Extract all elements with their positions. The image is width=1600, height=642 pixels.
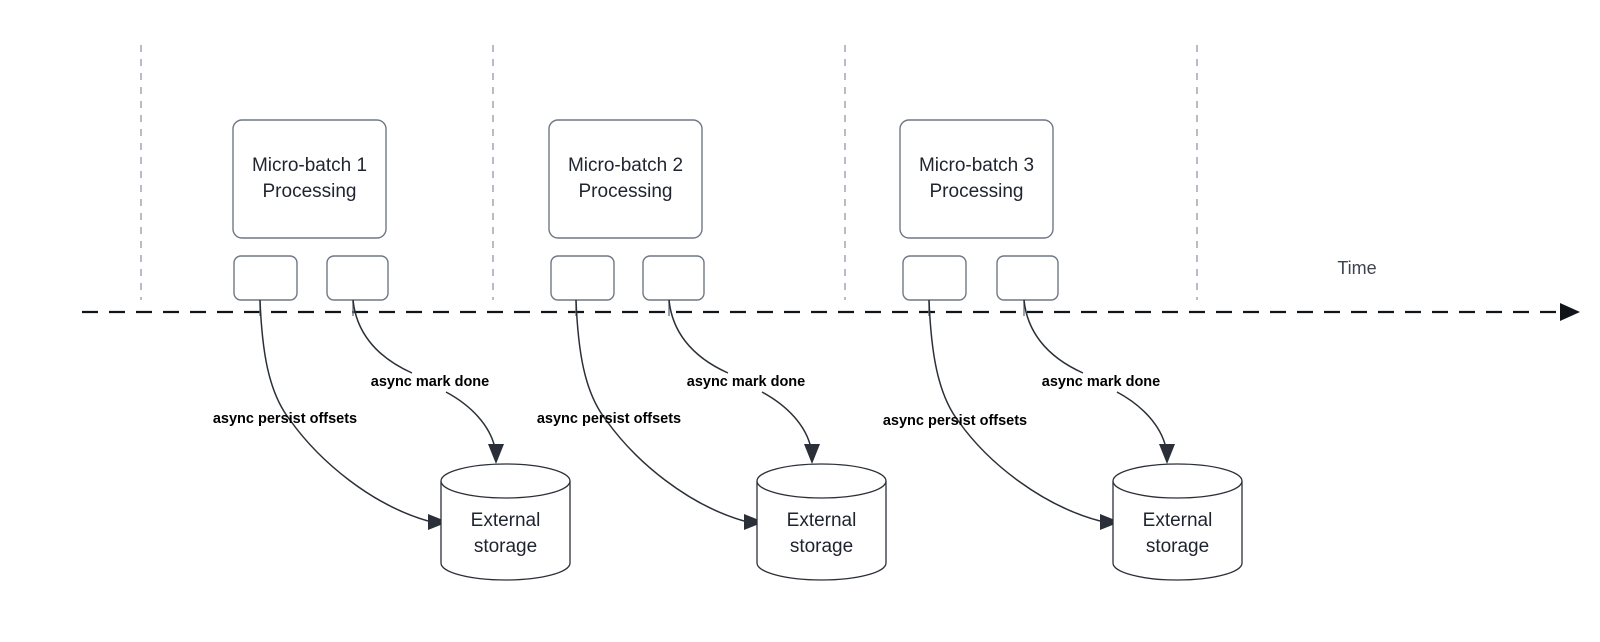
process-box-2-label-line1: Micro-batch 2 bbox=[568, 155, 683, 176]
edge-mark-done-1-arrowhead bbox=[488, 444, 504, 464]
task-box-1-right[interactable] bbox=[326, 255, 389, 301]
task-box-2-right[interactable] bbox=[642, 255, 705, 301]
edge-mark-done-2-arrowhead bbox=[804, 444, 820, 464]
storage-2-label-line1: External bbox=[787, 510, 857, 531]
edge-persist-offsets-1-label: async persist offsets bbox=[213, 411, 357, 427]
process-box-3[interactable] bbox=[899, 119, 1054, 239]
edge-mark-done-3-arrowhead bbox=[1159, 444, 1175, 464]
process-box-3-label-line1: Micro-batch 3 bbox=[919, 155, 1034, 176]
edge-mark-done-2-seg1 bbox=[668, 299, 729, 374]
task-box-3-right[interactable] bbox=[996, 255, 1059, 301]
process-box-2-label-line2: Processing bbox=[579, 181, 673, 202]
storage-1-label-line2: storage bbox=[474, 536, 537, 557]
task-box-1-left[interactable] bbox=[233, 255, 298, 301]
time-axis-arrowhead bbox=[1560, 303, 1580, 321]
storage-2-label-line2: storage bbox=[790, 536, 853, 557]
edge-mark-done-1-seg2 bbox=[445, 391, 496, 449]
edge-mark-done-3-label: async mark done bbox=[1042, 374, 1160, 390]
edge-mark-done-2-label: async mark done bbox=[687, 374, 805, 390]
edge-persist-offsets-1 bbox=[259, 299, 429, 522]
process-box-3-label-line2: Processing bbox=[930, 181, 1024, 202]
edge-mark-done-3-seg2 bbox=[1116, 391, 1167, 449]
group-3: Micro-batch 3 Processing async persist o… bbox=[883, 119, 1243, 581]
edge-mark-done-1-seg1 bbox=[352, 299, 413, 374]
task-box-3-left[interactable] bbox=[902, 255, 967, 301]
storage-cylinder-2[interactable] bbox=[756, 463, 887, 581]
edge-persist-offsets-3-label: async persist offsets bbox=[883, 413, 1027, 429]
edge-persist-offsets-3-arrowhead bbox=[1100, 514, 1120, 530]
process-box-1[interactable] bbox=[232, 119, 387, 239]
time-axis bbox=[82, 303, 1580, 321]
time-axis-label: Time bbox=[1337, 258, 1376, 278]
process-box-1-label-line1: Micro-batch 1 bbox=[252, 155, 367, 176]
edge-persist-offsets-3 bbox=[928, 299, 1101, 522]
storage-cylinder-1[interactable] bbox=[440, 463, 571, 581]
edge-persist-offsets-2-label: async persist offsets bbox=[537, 411, 681, 427]
edge-mark-done-1-label: async mark done bbox=[371, 374, 489, 390]
storage-cylinder-3[interactable] bbox=[1112, 463, 1243, 581]
task-box-2-left[interactable] bbox=[550, 255, 615, 301]
storage-3-label-line1: External bbox=[1143, 510, 1213, 531]
group-1: Micro-batch 1 Processing async persist o… bbox=[213, 119, 571, 581]
storage-1-label-line1: External bbox=[471, 510, 541, 531]
edge-persist-offsets-1-arrowhead bbox=[428, 514, 448, 530]
storage-3-label-line2: storage bbox=[1146, 536, 1209, 557]
process-box-1-label-line2: Processing bbox=[263, 181, 357, 202]
group-2: Micro-batch 2 Processing async persist o… bbox=[537, 119, 887, 581]
edge-persist-offsets-2-arrowhead bbox=[744, 514, 764, 530]
process-box-2[interactable] bbox=[548, 119, 703, 239]
edge-mark-done-2-seg2 bbox=[761, 391, 812, 449]
edge-mark-done-3-seg1 bbox=[1023, 299, 1084, 374]
edge-persist-offsets-2 bbox=[575, 299, 745, 522]
timeline-ticks bbox=[140, 45, 1198, 300]
